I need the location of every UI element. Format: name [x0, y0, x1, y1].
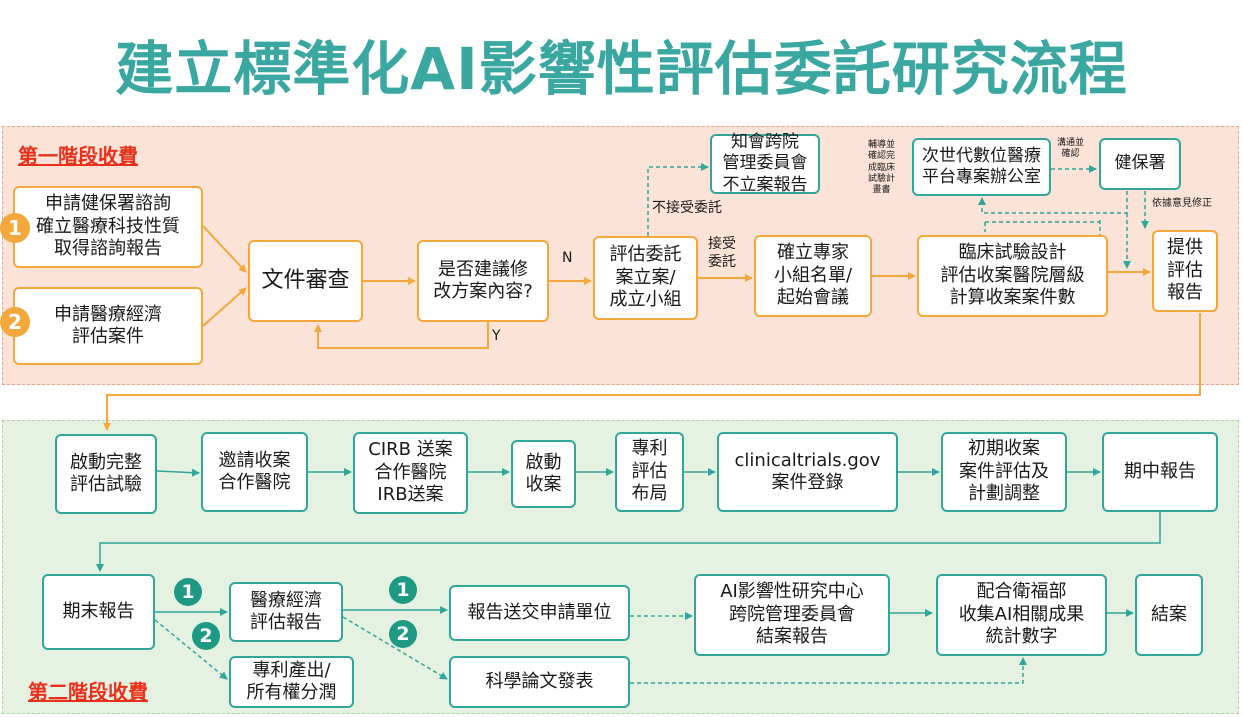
box-apply-econ: 申請醫療經濟 評估案件	[13, 287, 203, 365]
box-initial-enroll: 初期收案 案件評估及 計劃調整	[941, 432, 1067, 512]
box-start-trial: 啟動完整 評估試驗	[55, 434, 157, 514]
label-accept: 接受 委託	[708, 236, 736, 270]
box-nhia: 健保署	[1099, 138, 1181, 190]
label-n: N	[562, 250, 573, 266]
box-trial-design: 臨床試驗設計 評估收案醫院層級 計算收案案件數	[917, 235, 1108, 317]
box-provide-report: 提供 評估 報告	[1152, 230, 1218, 312]
badge-2-icon: 2	[0, 307, 30, 337]
box-start-enroll: 啟動 收案	[511, 440, 576, 508]
badge-report-1-icon: 1	[389, 576, 417, 604]
box-experts: 確立專家 小組名單/ 起始會議	[754, 235, 872, 317]
page-title: 建立標準化AI影響性評估委託研究流程	[115, 35, 1128, 103]
badge-report-2-icon: 2	[389, 620, 417, 648]
note-confirm: 溝通並 確認	[1057, 138, 1085, 160]
stage2-label: 第二階段收費	[28, 680, 148, 704]
box-close: 結案	[1135, 574, 1203, 656]
box-suggest-revise: 是否建議修 改方案內容?	[417, 240, 549, 322]
box-midterm: 期中報告	[1102, 432, 1218, 512]
note-revise: 依據意見修正	[1152, 198, 1212, 209]
label-reject: 不接受委託	[652, 200, 722, 216]
badge-econ-1-icon: 1	[174, 578, 202, 606]
badge-econ-2-icon: 2	[192, 622, 220, 650]
box-mohw: 配合衛福部 收集AI相關成果 統計數字	[936, 574, 1107, 656]
note-assist: 輔導並 確認完 成臨床 試驗計 畫書	[868, 140, 896, 195]
box-cirb: CIRB 送案 合作醫院 IRB送案	[353, 432, 468, 514]
box-invite: 邀請收案 合作醫院	[201, 432, 308, 512]
box-apply-consult: 申請健保署諮詢 確立醫療科技性質 取得諮詢報告	[13, 186, 203, 268]
box-patent-output: 專利產出/ 所有權分潤	[229, 656, 354, 708]
box-submit-report: 報告送交申請單位	[449, 585, 630, 641]
box-patent-layout: 專利 評估 布局	[615, 432, 684, 512]
box-econ-report: 醫療經濟 評估報告	[229, 582, 343, 642]
stage1-label: 第一階段收費	[18, 144, 138, 168]
box-ai-center: AI影響性研究中心 跨院管理委員會 結案報告	[694, 574, 890, 656]
box-paper: 科學論文發表	[449, 656, 630, 708]
badge-1-icon: 1	[0, 213, 30, 243]
box-nextgen: 次世代數位醫療 平台專案辦公室	[912, 138, 1051, 196]
label-y: Y	[492, 328, 501, 344]
box-committee: 評估委託 案立案/ 成立小組	[593, 236, 698, 320]
box-ct-gov: clinicaltrials.gov 案件登錄	[717, 432, 898, 512]
box-final: 期末報告	[42, 574, 155, 650]
box-doc-review: 文件審查	[248, 240, 363, 322]
box-notify: 知會跨院 管理委員會 不立案報告	[710, 132, 820, 195]
